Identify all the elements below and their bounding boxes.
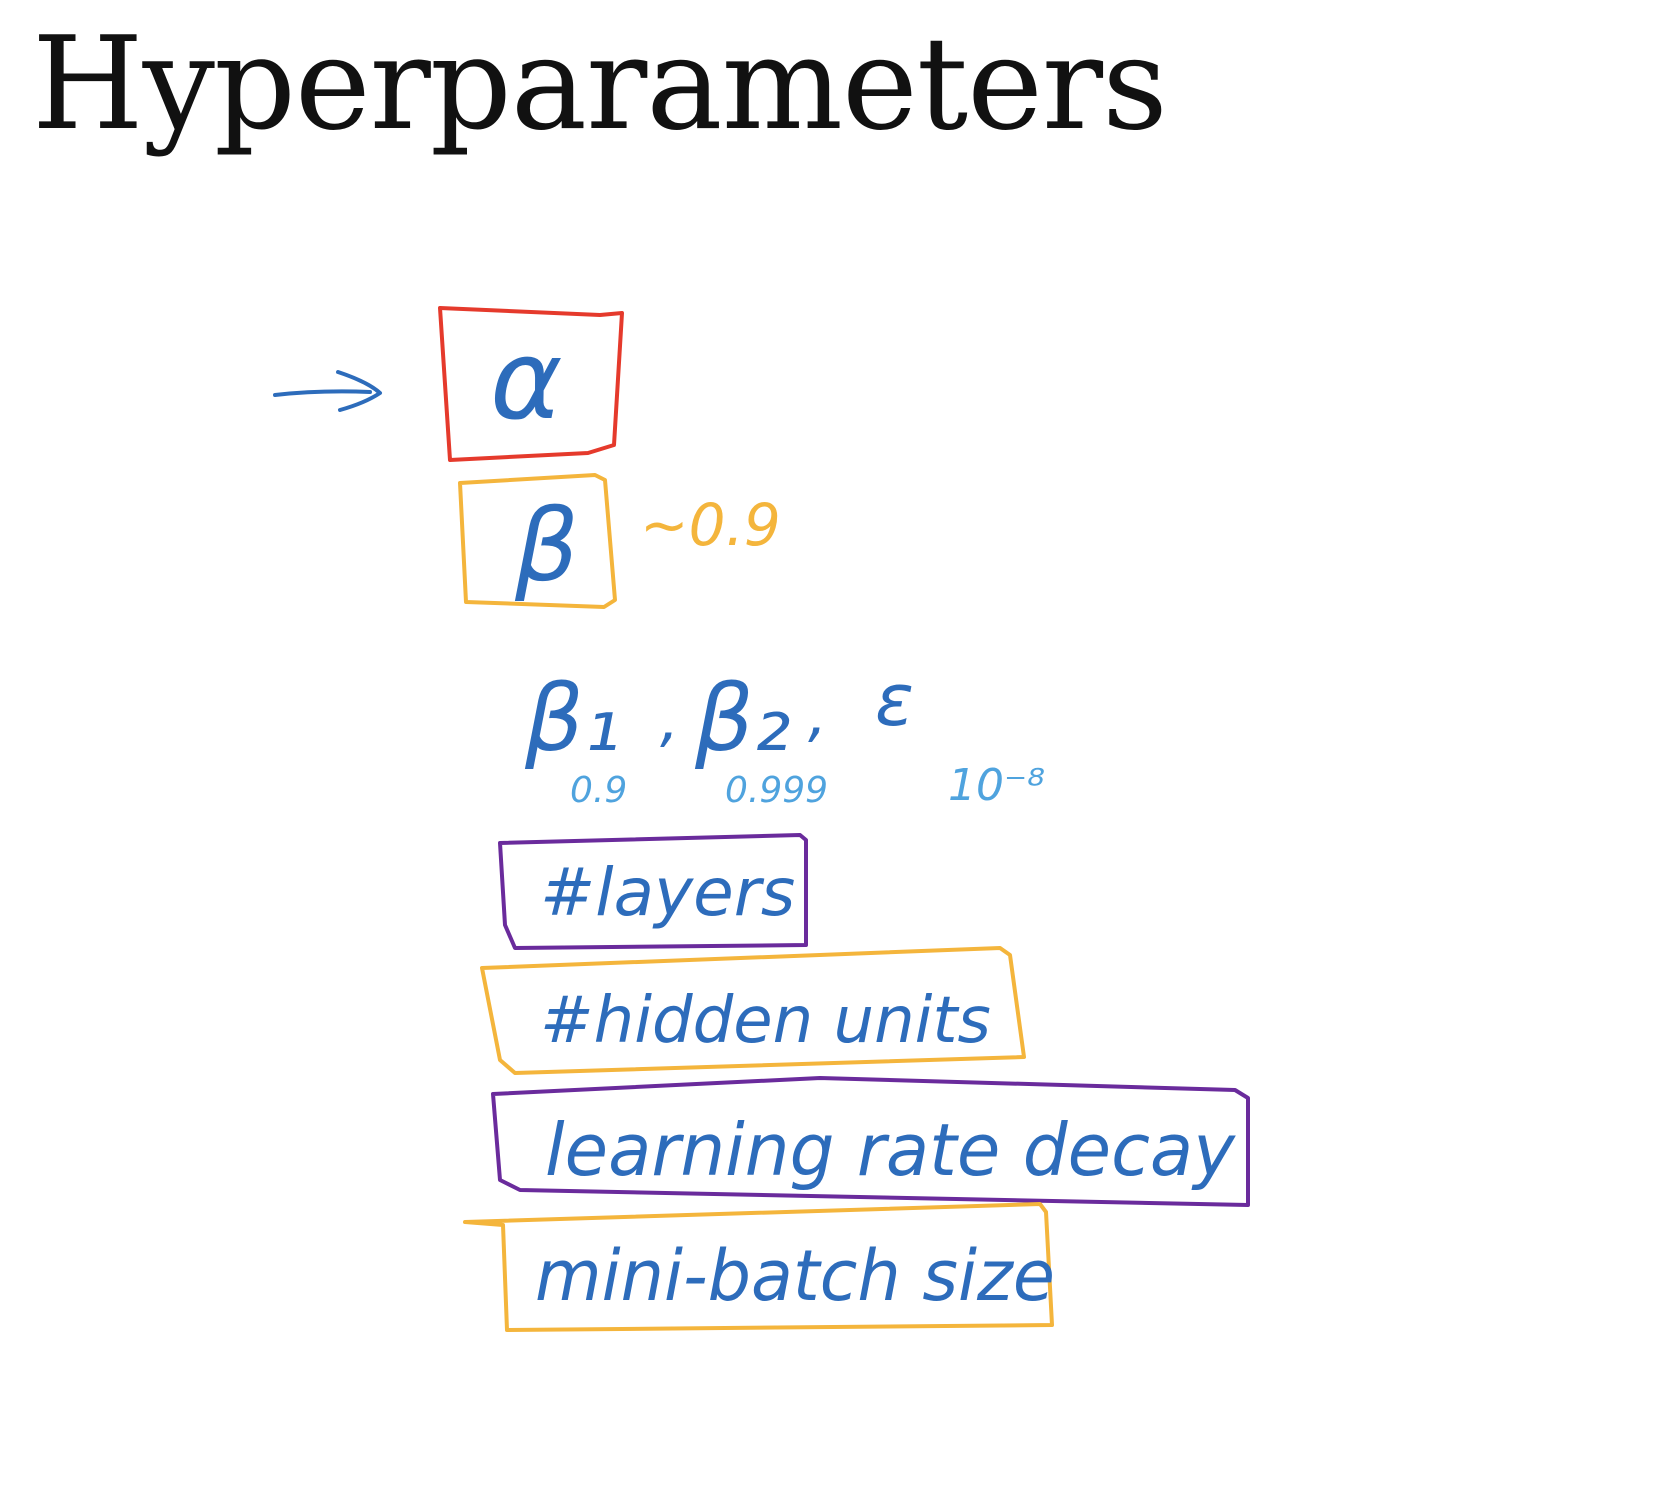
beta-note: ~0.9	[640, 491, 781, 559]
hidden-units-label: #hidden units	[540, 984, 991, 1058]
layers-label: #layers	[540, 854, 795, 931]
mini-batch-box	[463, 1202, 1054, 1332]
beta-box	[458, 473, 617, 609]
beta2-value: 0.999	[725, 770, 828, 811]
hidden-units-box	[480, 946, 1026, 1075]
alpha-box	[438, 306, 624, 462]
epsilon-symbol: ε	[875, 658, 914, 742]
beta2-symbol: β₂	[694, 665, 791, 772]
mini-batch-label: mini-batch size	[535, 1235, 1055, 1317]
lr-decay-box	[491, 1076, 1250, 1207]
layers-box	[498, 833, 808, 950]
comma-2: ,	[808, 680, 827, 750]
lr-decay-label: learning rate decay	[545, 1108, 1236, 1192]
beta-symbol: β	[514, 487, 579, 604]
beta1-symbol: β₁	[524, 665, 621, 772]
alpha-symbol: α	[490, 316, 563, 444]
arrow-icon	[273, 370, 382, 412]
adam-parameters: β₁ 0.9 , β₂ 0.999 , ε 10⁻⁸	[524, 658, 1045, 811]
slide-title: Hyperparameters	[32, 10, 1168, 159]
beta1-value: 0.9	[570, 770, 627, 811]
comma-1: ,	[660, 685, 679, 755]
epsilon-value: 10⁻⁸	[948, 760, 1045, 811]
